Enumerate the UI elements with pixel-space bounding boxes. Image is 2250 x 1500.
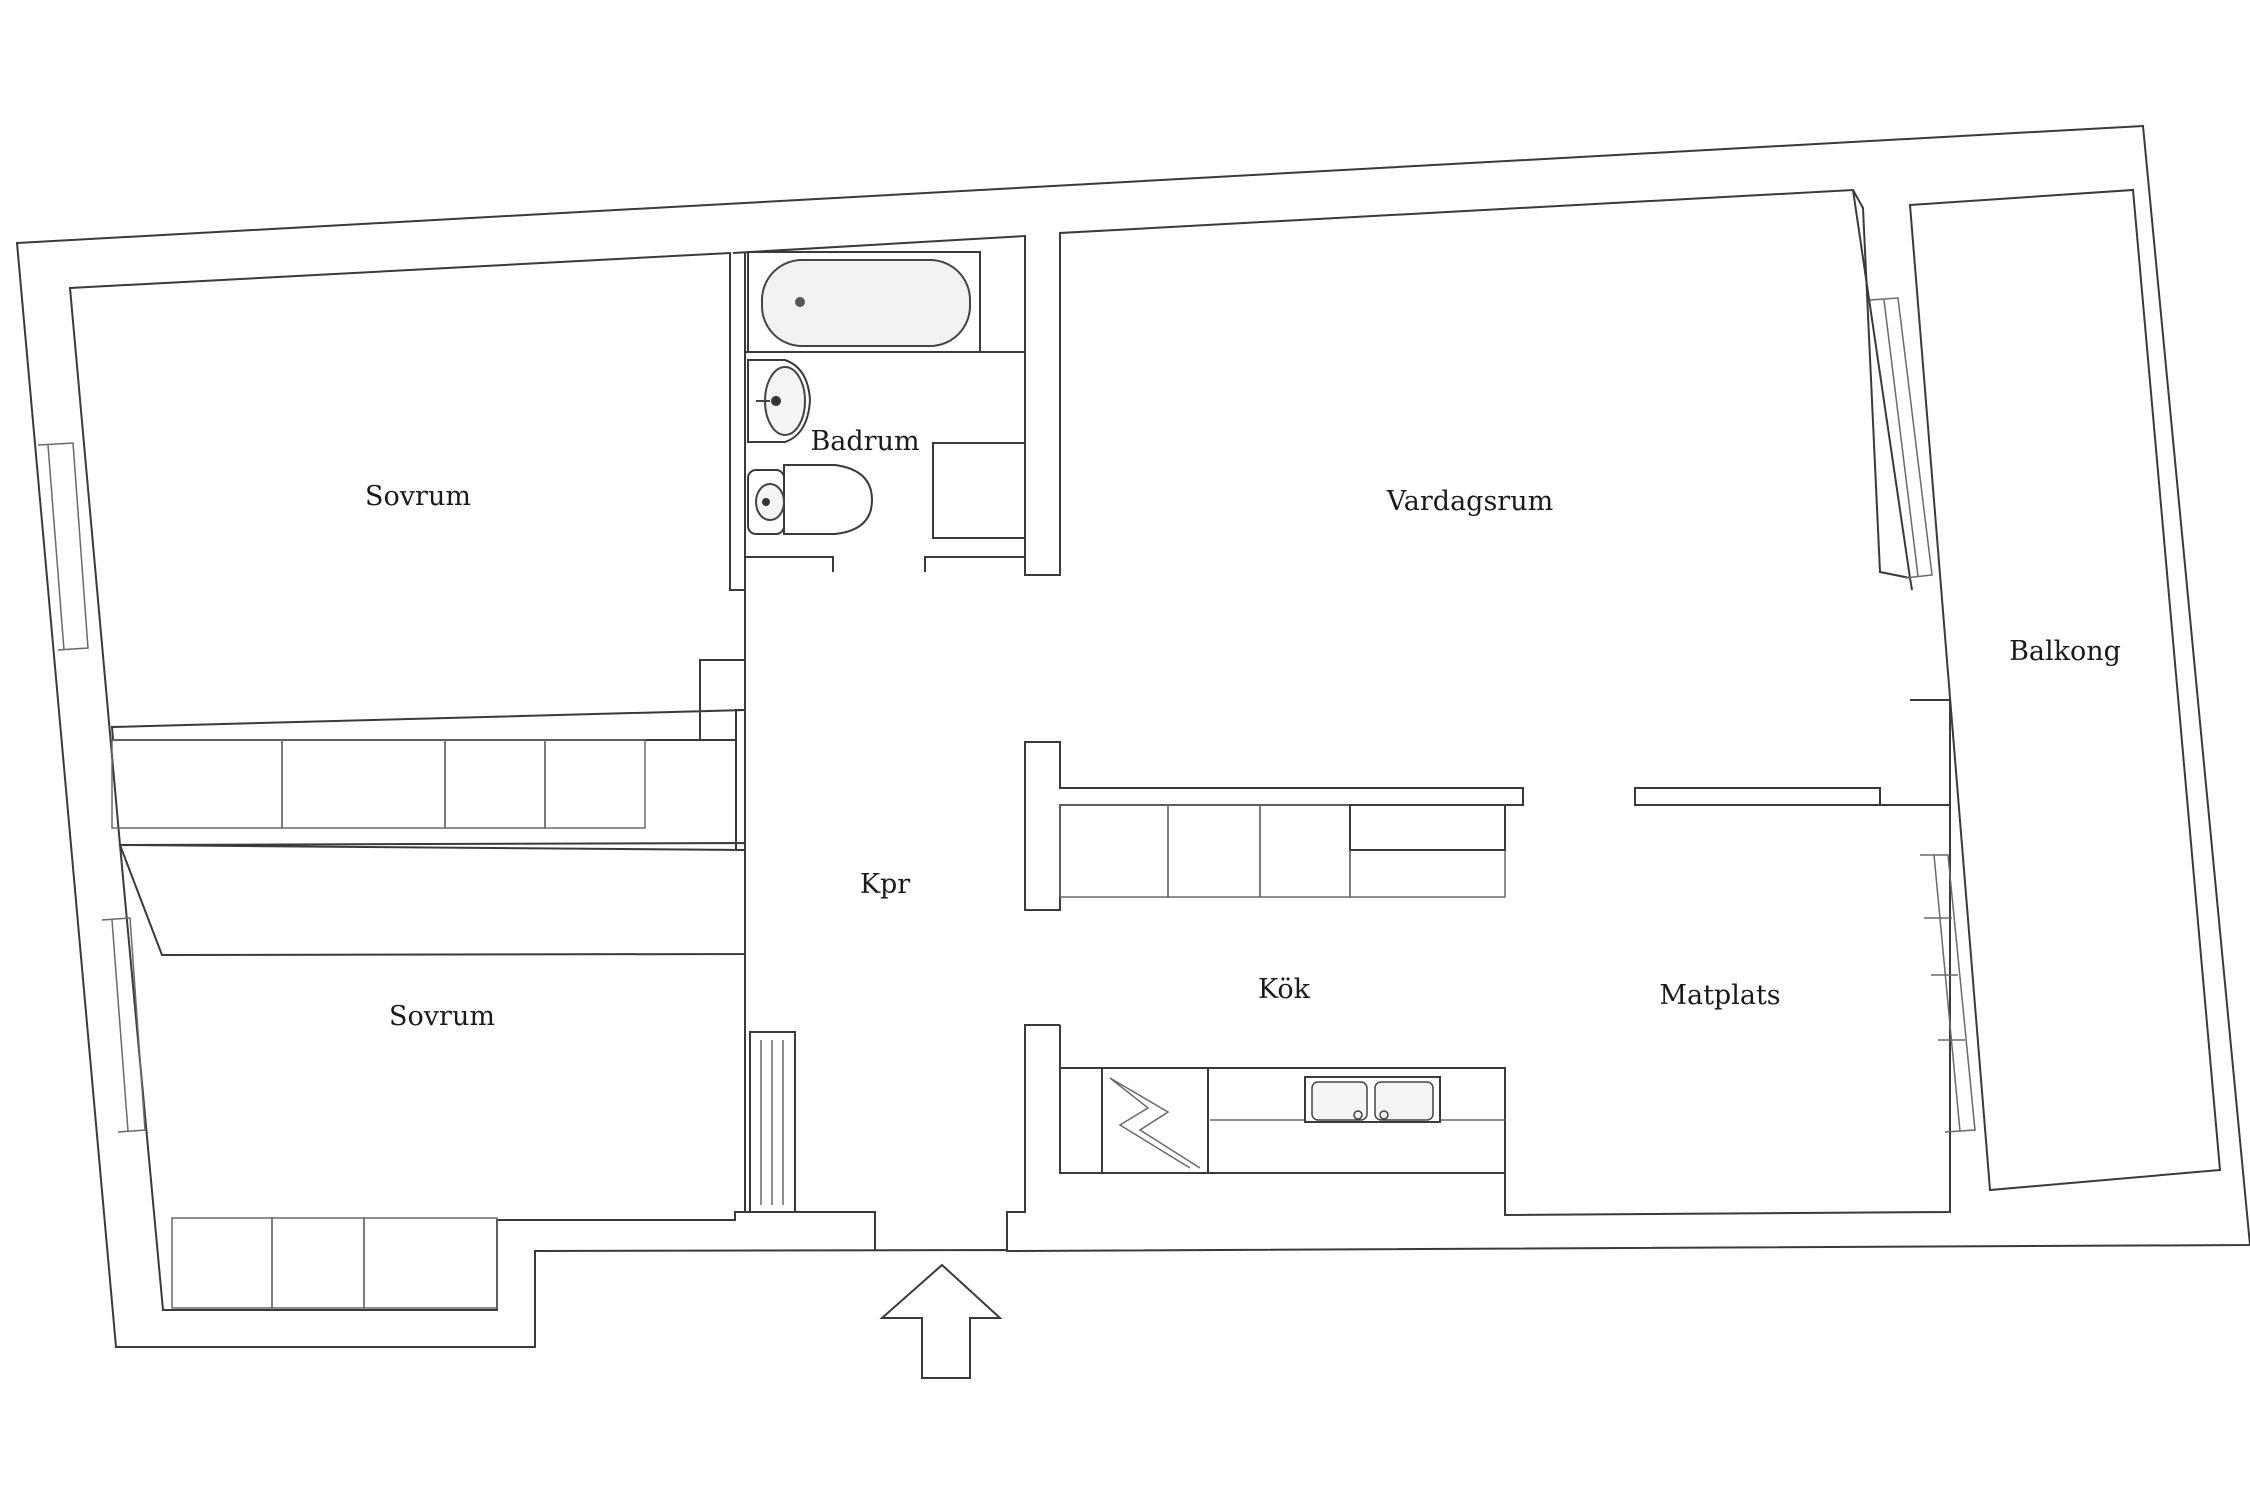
bottom-bedroom-wardrobes	[171, 1217, 498, 1309]
room-label-balcony: Balkong	[2009, 636, 2121, 667]
room-label-bathroom: Badrum	[810, 426, 919, 457]
toilet-icon	[747, 464, 874, 535]
radiator-icon	[749, 1031, 796, 1213]
kitchen-sink-icon	[1304, 1076, 1441, 1123]
hallway-walls	[745, 741, 1524, 1250]
room-label-kitchen: Kök	[1258, 974, 1311, 1005]
bathroom-walls	[732, 188, 1913, 591]
stove-icon	[1101, 1067, 1209, 1174]
room-label-living-room: Vardagsrum	[1386, 486, 1553, 517]
room-label-bedroom-bottom: Sovrum	[389, 1001, 495, 1032]
room-label-hallway: Kpr	[860, 869, 910, 900]
room-label-bedroom-top: Sovrum	[365, 481, 471, 512]
room-label-dining: Matplats	[1659, 980, 1780, 1011]
balcony-walls	[1852, 188, 2222, 1192]
bathtub-icon	[747, 251, 981, 353]
top-bedroom-wardrobes	[111, 709, 745, 851]
left-windows	[37, 442, 146, 1133]
upper-kitchen-cabinets	[1059, 804, 1506, 898]
sink-icon	[747, 359, 812, 443]
entrance-arrow-icon	[879, 1263, 1003, 1379]
